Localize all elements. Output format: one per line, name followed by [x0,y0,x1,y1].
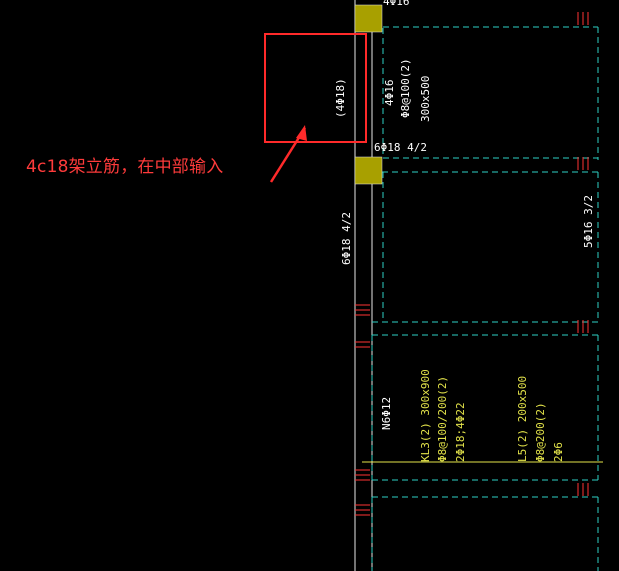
label-vertical-left: 6Φ18 4/2 [340,212,353,265]
label-in-box: (4Φ18) [334,78,347,118]
label-right-vertical: 5Φ16 3/2 [582,195,595,248]
label-n6: N6Φ12 [380,397,393,430]
column-middle[interactable] [354,156,383,185]
rebar-marks [355,12,589,516]
label-kl3-2: Φ8@100/200(2) [436,376,449,462]
label-beam-upper-3: 300x500 [419,76,432,122]
column-top[interactable] [354,4,383,33]
label-l5-1: L5(2) 200x500 [516,376,529,462]
annotation-arrow [269,125,307,183]
label-bottom-rebar: 6Φ18 4/2 [374,141,427,154]
label-top-partial: 4Φ16 [383,0,410,8]
annotation-text: 4c18架立筋，在中部输入 [26,157,224,177]
dashed-beam-outlines [371,26,599,571]
label-kl3-1: KL3(2) 300x900 [419,369,432,462]
label-beam-upper-2: Φ8@100(2) [399,58,412,118]
highlight-box [264,33,367,143]
label-l5-2: Φ8@200(2) [534,402,547,462]
label-l5-3: 2Φ6 [552,442,565,462]
label-kl3-3: 2Φ18;4Φ22 [454,402,467,462]
label-beam-upper-1: 4Φ16 [383,80,396,107]
beam-lines [354,0,373,571]
